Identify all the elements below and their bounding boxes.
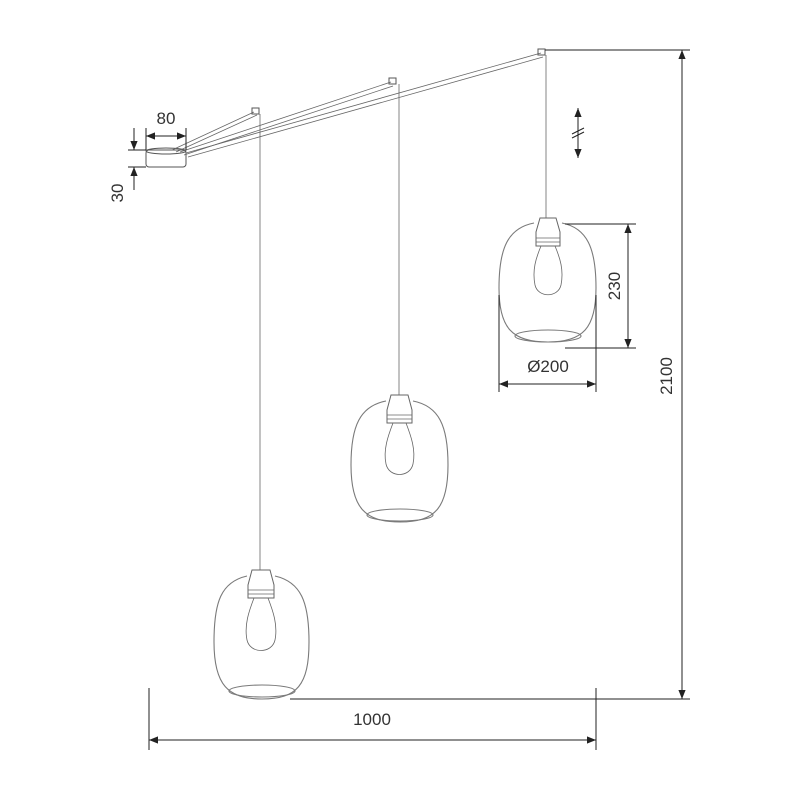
height-adjust-icon (571, 108, 585, 158)
dimension-total-height: 2100 (290, 49, 690, 700)
ceiling-canopy (145, 147, 187, 168)
total-height-label: 2100 (657, 357, 676, 395)
dimension-shade-height: 230 (565, 223, 636, 349)
dimension-total-span: 1000 (148, 688, 597, 750)
dimension-shade-diameter: Ø200 (498, 295, 597, 392)
dimension-canopy-height: 30 (108, 128, 146, 202)
arm-end-caps (251, 48, 546, 115)
canopy-height-label: 30 (108, 184, 127, 203)
total-span-label: 1000 (353, 710, 391, 729)
support-arms (171, 52, 544, 158)
canopy-width-label: 80 (157, 109, 176, 128)
pendant-shade-middle (350, 394, 449, 523)
pendant-shade-left (213, 569, 310, 700)
shade-diameter-label: Ø200 (527, 357, 569, 376)
pendant-shade-right (498, 217, 597, 343)
dimension-canopy-width: 80 (145, 109, 187, 150)
shade-height-label: 230 (605, 272, 624, 300)
pendant-cables (259, 55, 547, 570)
